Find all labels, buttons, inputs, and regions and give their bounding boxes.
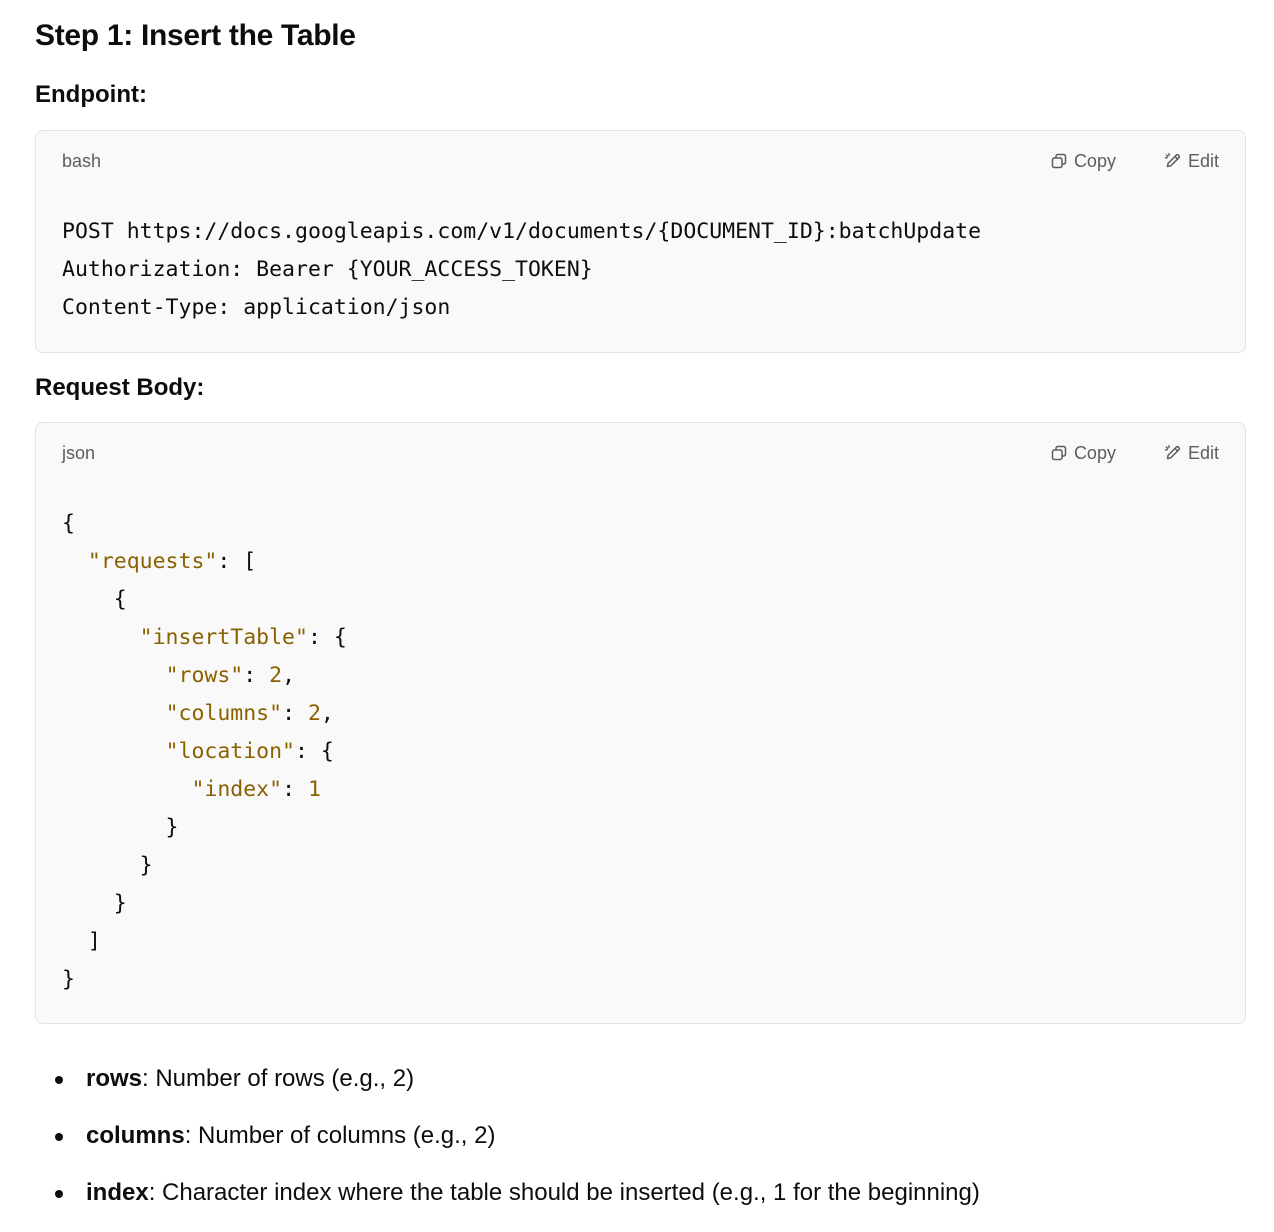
json-number: 2 bbox=[269, 663, 283, 688]
code-line: "columns": 2, bbox=[62, 701, 334, 726]
code-line: ] bbox=[62, 929, 101, 954]
code-actions: Copy Edit bbox=[1050, 151, 1219, 172]
endpoint-code: POST https://docs.googleapis.com/v1/docu… bbox=[62, 213, 981, 327]
json-punctuation: ] bbox=[62, 929, 101, 954]
bullet-icon bbox=[55, 1076, 63, 1084]
json-punctuation bbox=[62, 739, 166, 764]
json-punctuation: } bbox=[62, 815, 179, 840]
json-punctuation bbox=[62, 663, 166, 688]
json-punctuation: { bbox=[62, 587, 127, 612]
json-punctuation: : bbox=[243, 663, 270, 688]
endpoint-heading: Endpoint: bbox=[35, 81, 147, 108]
json-punctuation: } bbox=[62, 967, 75, 992]
edit-label: Edit bbox=[1187, 150, 1219, 171]
list-item: rows: Number of rows (e.g., 2) bbox=[35, 1057, 980, 1101]
json-key: "columns" bbox=[165, 701, 283, 726]
code-line: } bbox=[62, 853, 153, 878]
json-punctuation: : { bbox=[295, 739, 334, 764]
json-punctuation bbox=[62, 549, 88, 574]
edit-button[interactable]: Edit bbox=[1164, 151, 1219, 172]
json-punctuation: : bbox=[282, 777, 308, 802]
code-line: POST https://docs.googleapis.com/v1/docu… bbox=[62, 219, 982, 244]
code-language-label: bash bbox=[62, 150, 102, 171]
list-item: index: Character index where the table s… bbox=[35, 1171, 980, 1215]
code-language-label: json bbox=[62, 442, 96, 463]
json-punctuation bbox=[62, 701, 166, 726]
json-punctuation: : [ bbox=[217, 549, 257, 574]
code-line: "index": 1 bbox=[62, 777, 321, 802]
copy-label: Copy bbox=[1073, 442, 1116, 463]
json-key: "index" bbox=[191, 777, 283, 802]
param-description: : Number of rows (e.g., 2) bbox=[142, 1065, 415, 1092]
code-line: } bbox=[62, 891, 127, 916]
json-key: "requests" bbox=[87, 549, 218, 574]
list-item: columns: Number of columns (e.g., 2) bbox=[35, 1114, 980, 1158]
code-actions: Copy Edit bbox=[1050, 443, 1219, 464]
param-description: : Character index where the table should… bbox=[148, 1179, 980, 1206]
code-line: "location": { bbox=[62, 739, 334, 764]
code-line: "requests": [ bbox=[62, 549, 256, 574]
json-punctuation: } bbox=[62, 853, 153, 878]
json-punctuation bbox=[62, 625, 140, 650]
bullet-icon bbox=[55, 1133, 63, 1141]
request-body-code: { "requests": [ { "insertTable": { "rows… bbox=[62, 505, 347, 999]
param-name: index bbox=[86, 1179, 149, 1206]
param-name: rows bbox=[86, 1065, 143, 1092]
copy-button[interactable]: Copy bbox=[1050, 151, 1116, 172]
json-number: 1 bbox=[307, 777, 321, 802]
code-block-header: bash Copy bbox=[62, 149, 1219, 173]
parameter-list: rows: Number of rows (e.g., 2)columns: N… bbox=[35, 1057, 980, 1228]
json-punctuation: : { bbox=[307, 625, 347, 650]
code-line: Content-Type: application/json bbox=[62, 295, 451, 320]
copy-label: Copy bbox=[1073, 150, 1116, 171]
json-number: 2 bbox=[307, 701, 321, 726]
edit-label: Edit bbox=[1187, 442, 1219, 463]
bullet-icon bbox=[55, 1190, 63, 1198]
json-punctuation bbox=[62, 777, 191, 802]
copy-icon bbox=[1050, 152, 1068, 170]
edit-pencil-icon bbox=[1164, 152, 1182, 170]
endpoint-code-block: bash Copy bbox=[35, 130, 1246, 353]
param-name: columns bbox=[86, 1122, 185, 1149]
json-punctuation: , bbox=[282, 663, 296, 688]
copy-icon bbox=[1050, 444, 1068, 462]
code-line: "insertTable": { bbox=[62, 625, 347, 650]
code-line: } bbox=[62, 967, 75, 992]
edit-pencil-icon bbox=[1164, 444, 1182, 462]
json-key: "location" bbox=[165, 739, 296, 764]
json-key: "insertTable" bbox=[139, 625, 308, 650]
request-body-code-block: json Copy bbox=[35, 422, 1246, 1024]
copy-button[interactable]: Copy bbox=[1050, 443, 1116, 464]
json-punctuation: } bbox=[62, 891, 127, 916]
json-punctuation: : bbox=[282, 701, 308, 726]
edit-button[interactable]: Edit bbox=[1164, 443, 1219, 464]
step-heading: Step 1: Insert the Table bbox=[35, 19, 356, 52]
param-description: : Number of columns (e.g., 2) bbox=[184, 1122, 496, 1149]
code-line: Authorization: Bearer {YOUR_ACCESS_TOKEN… bbox=[62, 257, 593, 282]
json-key: "rows" bbox=[165, 663, 244, 688]
code-line: "rows": 2, bbox=[62, 663, 295, 688]
json-punctuation: { bbox=[62, 511, 75, 536]
code-block-header: json Copy bbox=[62, 441, 1219, 465]
request-body-heading: Request Body: bbox=[35, 374, 205, 401]
json-punctuation: , bbox=[320, 701, 334, 726]
code-line: { bbox=[62, 587, 127, 612]
code-line: { bbox=[62, 511, 75, 536]
code-line: } bbox=[62, 815, 179, 840]
